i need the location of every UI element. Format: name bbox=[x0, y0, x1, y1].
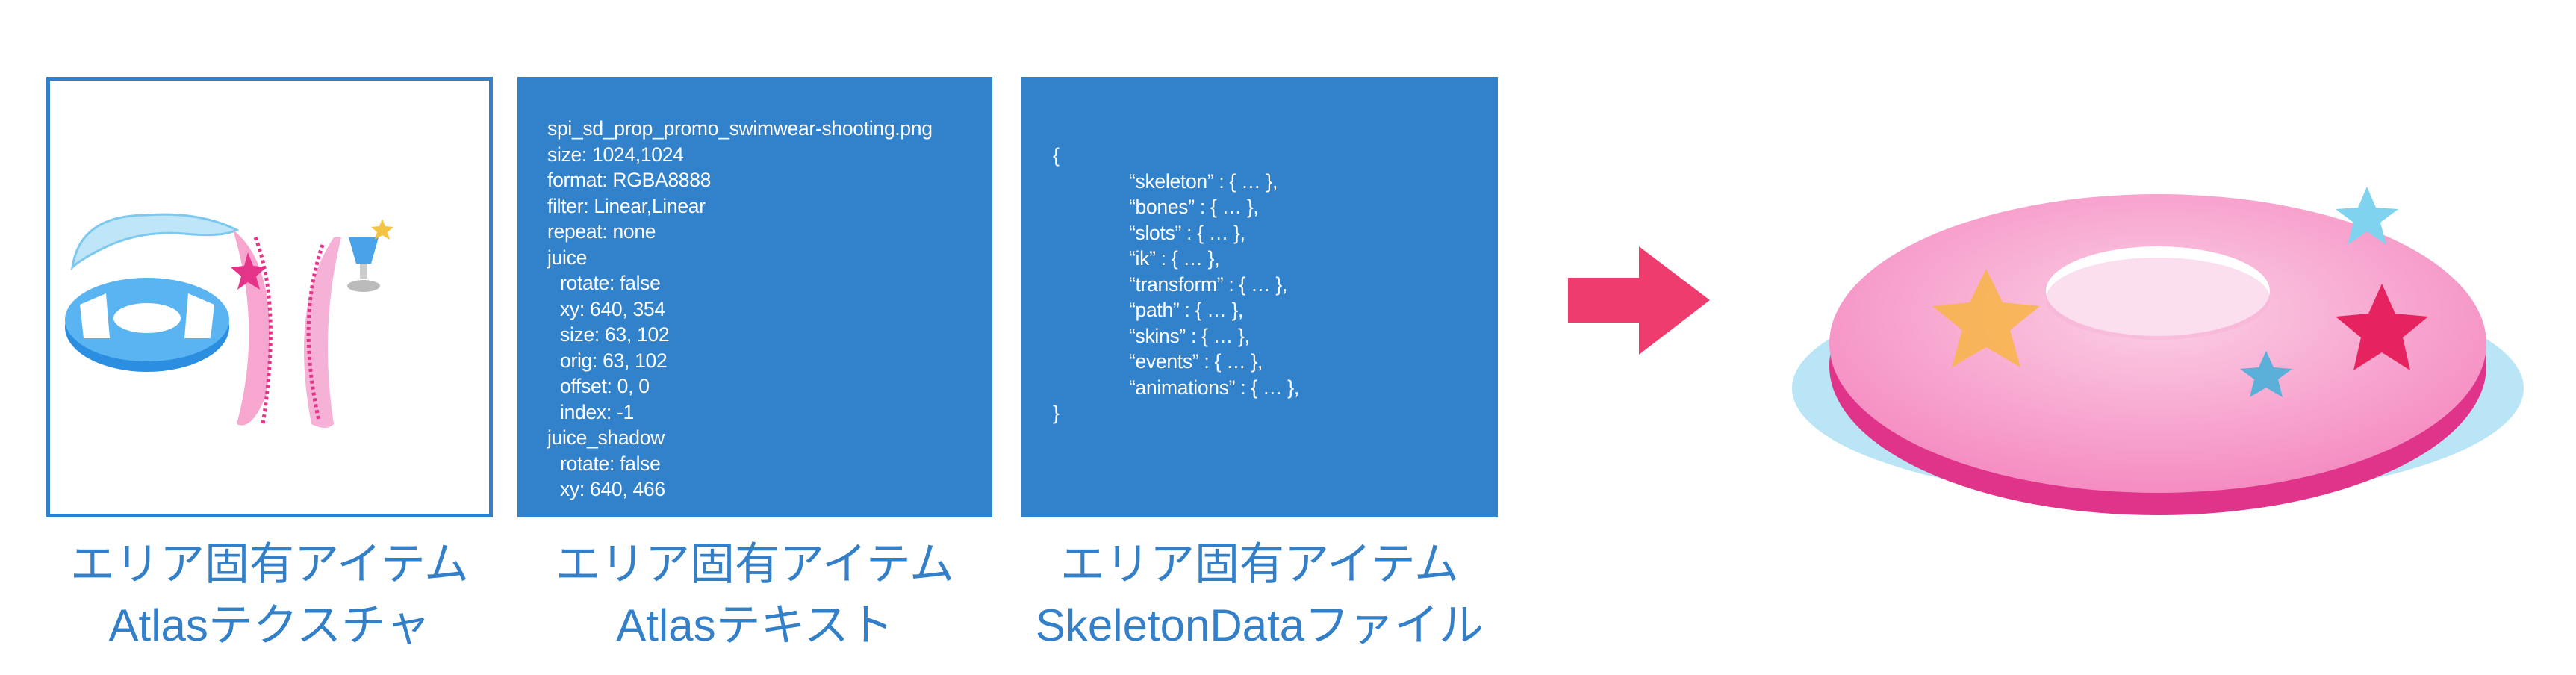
pink-ring-half-sprite-2 bbox=[304, 237, 341, 428]
pink-ring-half-sprite bbox=[231, 230, 273, 426]
skeleton-data-panel: { “skeleton” : { … }, “bones” : { … }, “… bbox=[1021, 77, 1498, 517]
json-entry: “transform” : { … }, bbox=[1129, 273, 1287, 296]
atlas-line: rotate: false bbox=[560, 272, 661, 294]
caption-line: SkeletonDataファイル bbox=[1035, 600, 1484, 650]
atlas-line: size: 1024,1024 bbox=[547, 143, 684, 166]
atlas-line: juice bbox=[547, 246, 588, 269]
atlas-line: filter: Linear,Linear bbox=[547, 194, 706, 217]
caption-line: Atlasテキスト bbox=[616, 600, 894, 650]
atlas-line: juice_shadow bbox=[547, 426, 665, 449]
caption-line: エリア固有アイテム bbox=[556, 539, 954, 589]
json-entry: “skeleton” : { … }, bbox=[1129, 169, 1278, 193]
float-ring-result-image bbox=[1792, 187, 2524, 515]
atlas-texture-image bbox=[65, 213, 393, 428]
atlas-line: offset: 0, 0 bbox=[560, 375, 650, 397]
json-entry: “path” : { … }, bbox=[1129, 299, 1244, 321]
atlas-texture-panel bbox=[46, 77, 493, 517]
json-close-brace: } bbox=[1053, 402, 1060, 424]
caption-line: エリア固有アイテム bbox=[70, 539, 469, 589]
atlas-line: spi_sd_prop_promo_swimwear-shooting.png bbox=[547, 117, 933, 140]
caption-line: Atlasテクスチャ bbox=[108, 600, 431, 650]
atlas-text-caption: エリア固有アイテム Atlasテキスト bbox=[517, 534, 992, 656]
blue-ring-sprite bbox=[65, 213, 240, 372]
json-entry: “ik” : { … }, bbox=[1129, 247, 1220, 270]
json-entry: “events” : { … }, bbox=[1129, 350, 1263, 373]
json-entry: “skins” : { … }, bbox=[1129, 324, 1250, 347]
atlas-texture-caption: エリア固有アイテム Atlasテクスチャ bbox=[46, 534, 493, 656]
atlas-line: size: 63, 102 bbox=[560, 323, 670, 346]
atlas-line: xy: 640, 466 bbox=[560, 478, 665, 500]
atlas-line: orig: 63, 102 bbox=[560, 349, 668, 372]
juice-sprite bbox=[347, 219, 393, 292]
json-entry: “bones” : { … }, bbox=[1129, 196, 1259, 218]
json-entry: “animations” : { … }, bbox=[1129, 376, 1299, 399]
right-arrow-icon bbox=[1568, 246, 1710, 355]
atlas-text-panel: spi_sd_prop_promo_swimwear-shooting.png … bbox=[517, 77, 992, 517]
atlas-line: repeat: none bbox=[547, 220, 656, 243]
skeleton-data-caption: エリア固有アイテム SkeletonDataファイル bbox=[1021, 534, 1498, 656]
atlas-line: format: RGBA8888 bbox=[547, 169, 712, 191]
json-entry: “slots” : { … }, bbox=[1129, 221, 1245, 244]
json-open-brace: { bbox=[1053, 144, 1060, 167]
atlas-line: rotate: false bbox=[560, 452, 661, 475]
atlas-line: index: -1 bbox=[560, 400, 634, 423]
caption-line: エリア固有アイテム bbox=[1060, 539, 1459, 589]
atlas-line: xy: 640, 354 bbox=[560, 297, 665, 320]
